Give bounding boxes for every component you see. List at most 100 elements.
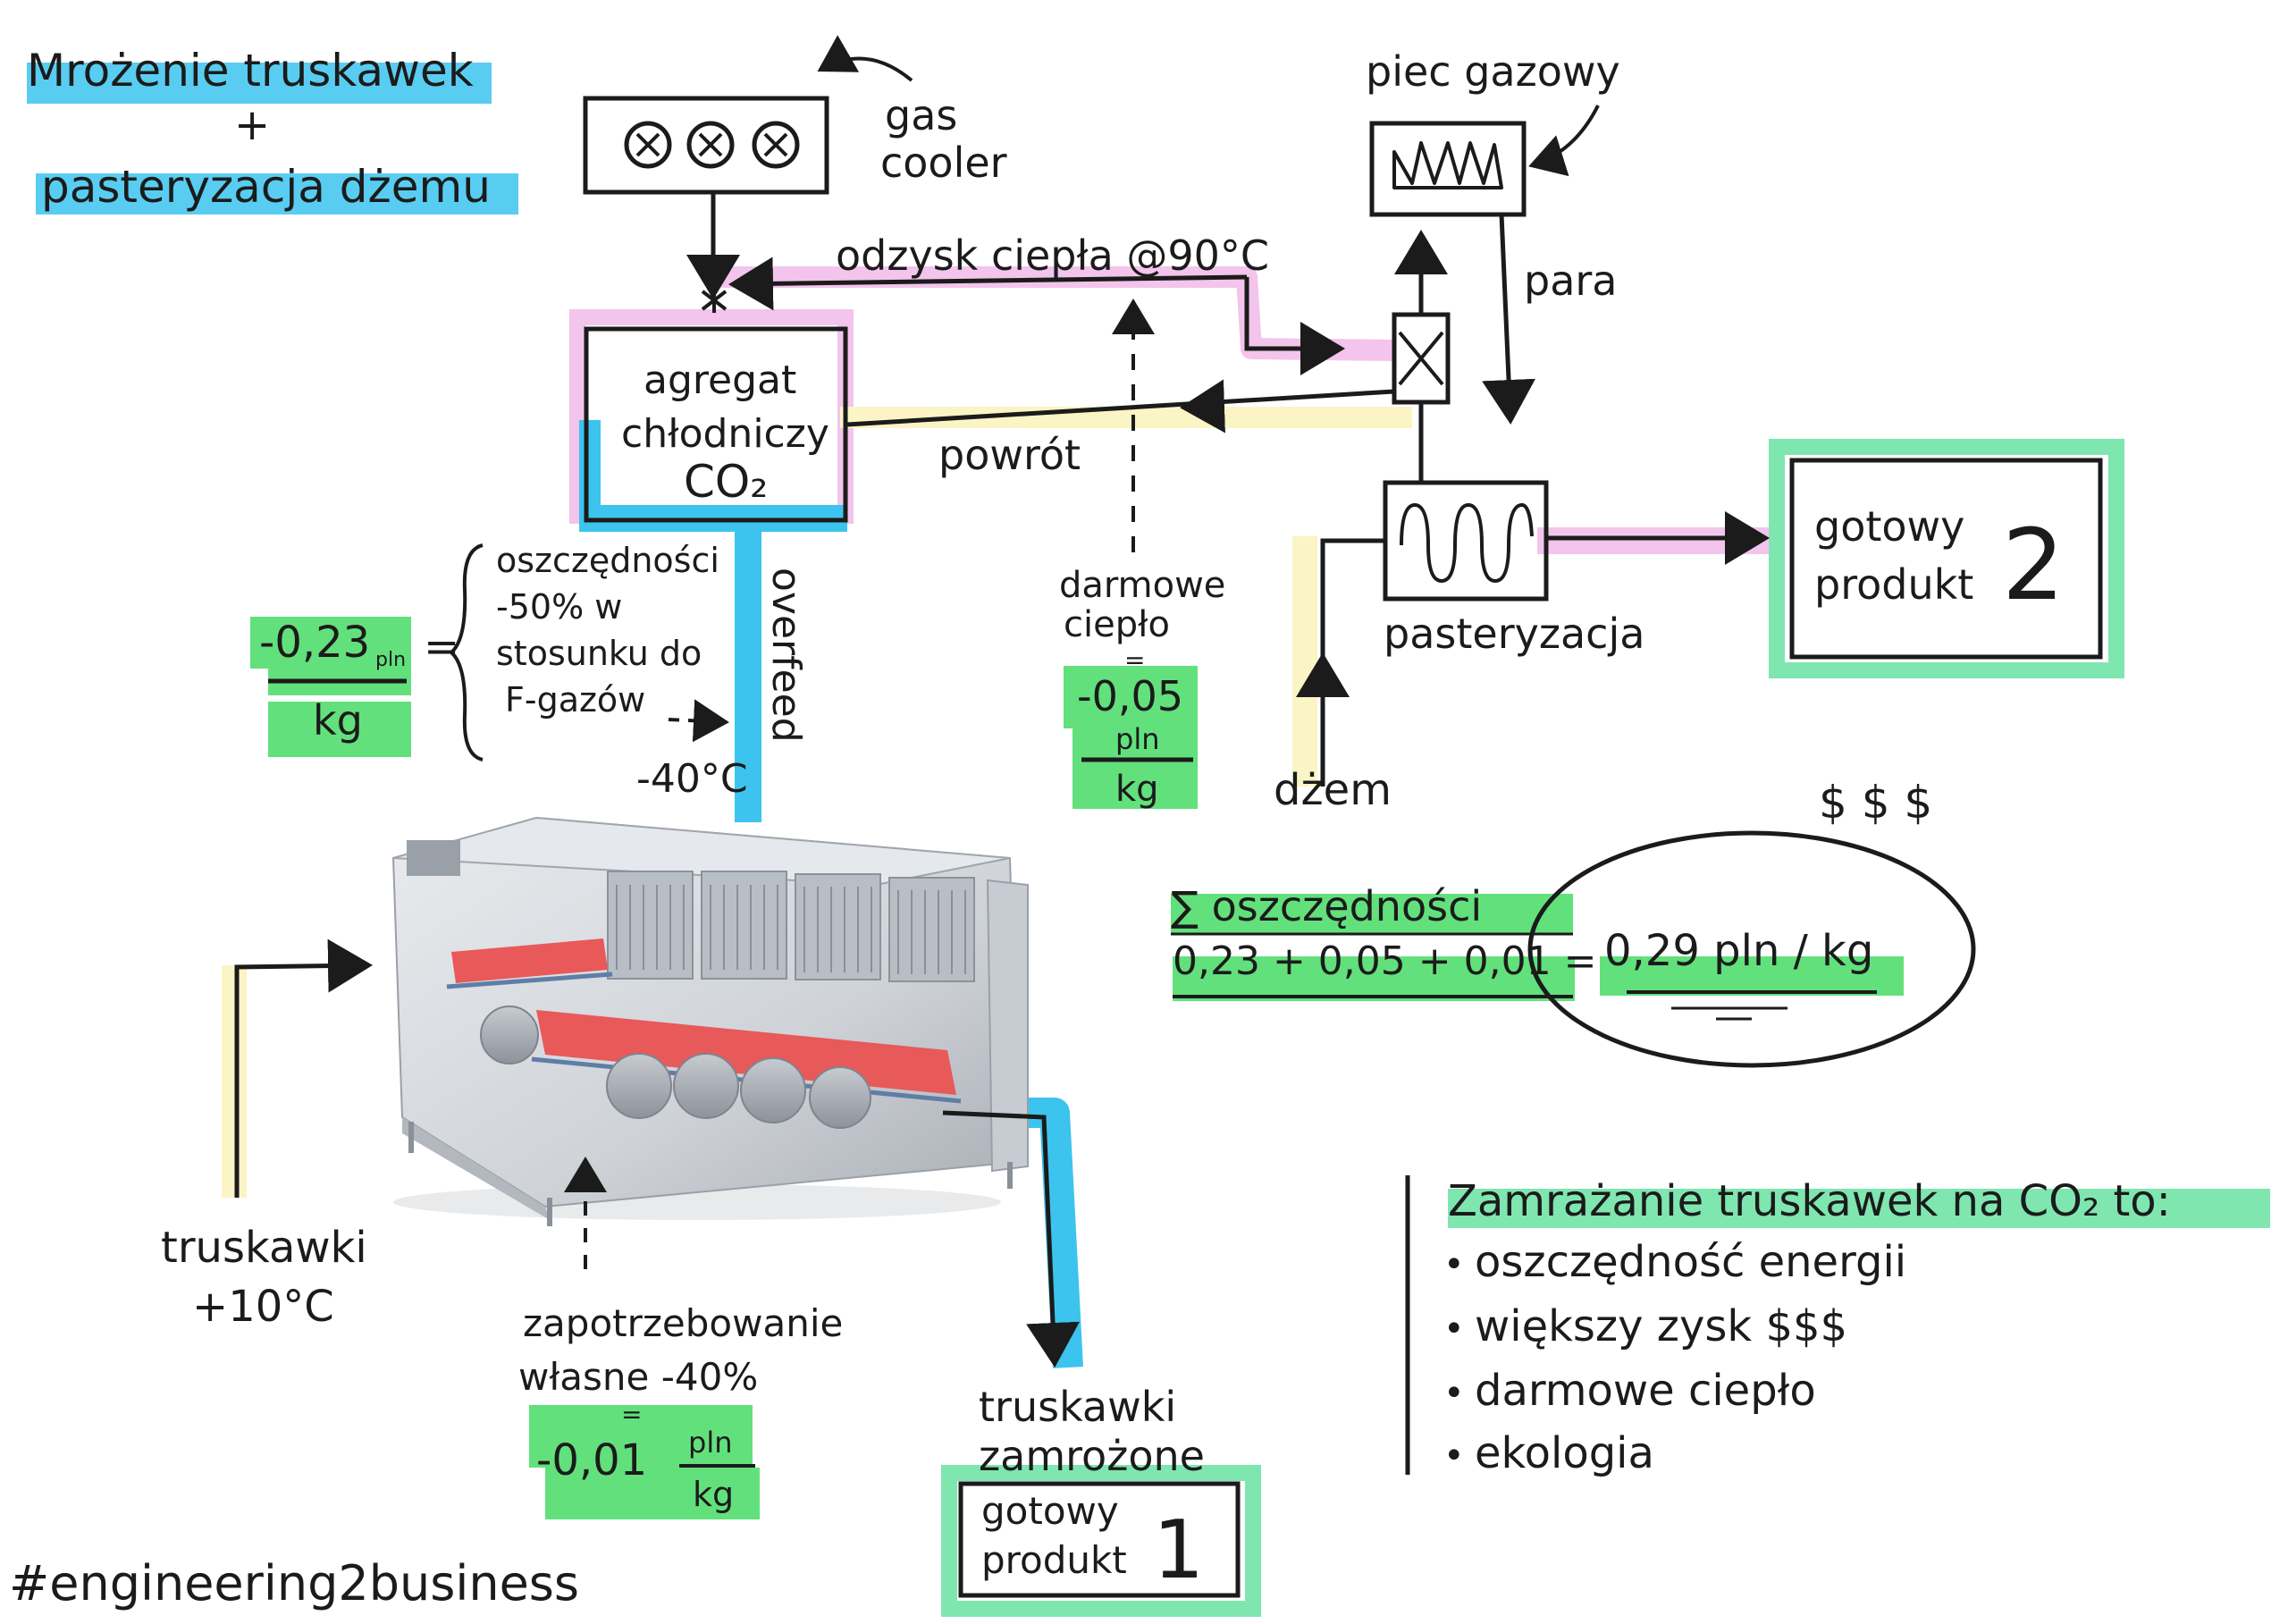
strawberries-out-line2: zamrożone — [979, 1432, 1205, 1480]
junction-mark — [701, 288, 728, 313]
title-line1: Mrożenie truskawek — [27, 45, 474, 97]
gas-cooler-unit — [583, 96, 829, 195]
free-heat-unit: pln — [1115, 722, 1159, 756]
summary-item-1: oszczędność energii — [1475, 1237, 1906, 1287]
own-use-line1: zapotrzebowanie — [523, 1301, 843, 1345]
gas-oven-box — [1369, 121, 1527, 217]
strawberries-in-line1: truskawki — [161, 1223, 367, 1273]
product2-line1: gotowy — [1814, 502, 1964, 551]
conveyor-drums — [480, 1006, 871, 1129]
co2-unit-line1: agregat — [644, 358, 796, 403]
summary-bullet: • — [1443, 1435, 1465, 1477]
co2-unit-line3: CO₂ — [684, 456, 768, 508]
gas-oven-label: piec gazowy — [1366, 47, 1620, 96]
summary-bullet: • — [1443, 1308, 1465, 1350]
sum-result: 0,29 pln / kg — [1604, 926, 1873, 976]
savings-green-3 — [268, 702, 411, 757]
free-heat-per: kg — [1115, 769, 1159, 810]
summary-heading: Zamrażanie truskawek na CO₂ to: — [1448, 1176, 2171, 1226]
heat-exchanger — [1392, 312, 1451, 405]
savings-note-2: -50% w — [496, 587, 622, 627]
savings-note-3: stosunku do — [496, 634, 702, 673]
sum-green-result — [1600, 956, 1904, 996]
ownuse-green-1 — [529, 1405, 753, 1468]
overfeed-label: overfeed — [763, 568, 809, 743]
freeheat-green-1 — [1064, 666, 1198, 728]
product1-mint — [941, 1465, 1261, 1617]
frozen-output-line — [942, 1110, 1081, 1367]
title-plus: + — [234, 100, 270, 150]
own-use-per: kg — [693, 1475, 734, 1514]
fin-lines — [616, 885, 966, 974]
fan-icon — [752, 121, 800, 169]
summary-bullet: • — [1443, 1244, 1465, 1285]
free-heat-value: -0,05 — [1077, 672, 1183, 720]
jam-label: dżem — [1274, 765, 1392, 815]
co2-unit-box — [584, 326, 848, 523]
pasteurizer-box — [1383, 480, 1549, 602]
summary-item-3: darmowe ciepło — [1475, 1366, 1816, 1416]
savings-green-1 — [250, 617, 411, 669]
title-highlight-1 — [27, 63, 492, 104]
spiral-freezer-illustration — [391, 816, 1029, 1226]
title-highlight-2 — [36, 173, 518, 215]
product1-box — [958, 1481, 1241, 1598]
product2-mint — [1769, 439, 2124, 678]
gas-cooler-label-1: gas — [885, 91, 957, 139]
own-use-unit: pln — [688, 1426, 732, 1460]
sum-green-label — [1171, 894, 1573, 933]
product2-number: 2 — [2002, 508, 2065, 622]
strawberries-out-line1: truskawki — [979, 1383, 1176, 1431]
sum-formula: 0,23 + 0,05 + 0,01 = — [1173, 938, 1596, 984]
steam-line — [1482, 214, 1536, 425]
free-heat-label-2: ciepło — [1064, 604, 1170, 645]
own-use-equals: = — [621, 1400, 642, 1429]
product1-number: 1 — [1153, 1503, 1204, 1597]
sum-green-formula — [1173, 956, 1575, 1001]
savings-brace — [448, 543, 484, 762]
heat-recovery-top-line — [728, 257, 1248, 311]
product2-box — [1789, 458, 2103, 660]
savings-note-4: F-gazów — [505, 680, 645, 719]
free-heat-equals: = — [1124, 645, 1145, 675]
product2-pink-line — [1537, 527, 1770, 554]
gas-cooler-label-2: cooler — [880, 139, 1007, 187]
savings-value: -0,23 — [259, 618, 370, 668]
evaporator-fins — [607, 871, 975, 982]
fan-icon — [686, 121, 735, 169]
gas-cooler-pointer-arrow — [817, 35, 913, 82]
freeheat-green-2 — [1072, 728, 1198, 809]
title-line2: pasteryzacja dżemu — [41, 161, 491, 213]
own-use-value: -0,01 — [536, 1435, 647, 1485]
sum-money: $ $ $ — [1819, 777, 1932, 829]
overfeed-cyan-pipe — [735, 518, 761, 822]
ownuse-green-2 — [545, 1468, 760, 1519]
hashtag: #engineering2business — [9, 1555, 579, 1611]
product1-line2: produkt — [981, 1538, 1127, 1582]
savings-equals: = — [424, 622, 459, 672]
strawberries-in-line2: +10°C — [192, 1282, 334, 1332]
co2-unit-line2: chłodniczy — [621, 411, 829, 457]
overfeed-temp: -40°C — [636, 756, 748, 802]
pasteurization-label: pasteryzacja — [1384, 610, 1644, 658]
summary-item-2: większy zysk $$$ — [1475, 1301, 1847, 1351]
return-line — [846, 389, 1395, 427]
heat-recovery-label: odzysk ciepła @90°C — [836, 231, 1269, 280]
free-heat-label-1: darmowe — [1059, 565, 1225, 606]
summary-item-4: ekologia — [1475, 1428, 1654, 1478]
strawberries-in-line — [234, 938, 373, 1198]
savings-note-1: oszczędności — [496, 541, 719, 580]
steam-label: para — [1524, 257, 1618, 305]
fgas-dashed-arrow — [668, 699, 729, 743]
jam-line — [1320, 538, 1385, 787]
upper-belt — [451, 938, 608, 983]
return-arrowhead — [1180, 379, 1225, 433]
product2-line2: produkt — [1814, 560, 1973, 609]
product1-line1: gotowy — [981, 1489, 1119, 1533]
summary-green-heading — [1448, 1189, 2270, 1228]
coil-icon — [1400, 502, 1534, 584]
savings-unit: pln — [375, 649, 406, 671]
own-use-line2: własne -40% — [518, 1355, 758, 1399]
